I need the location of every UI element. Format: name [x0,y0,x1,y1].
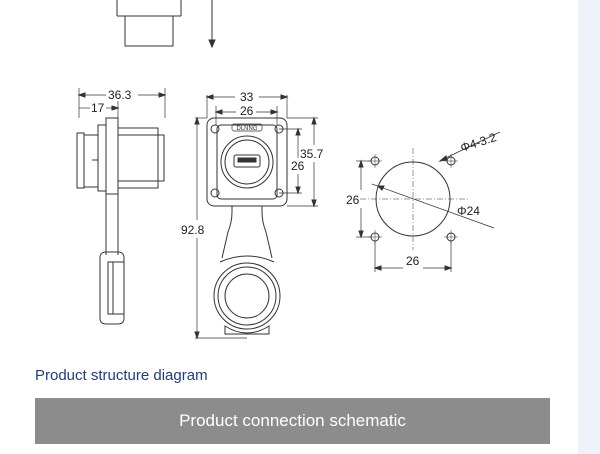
dim-hole-spec: Φ4-3.2 [459,130,499,155]
dim-front-width-inner: 26 [240,104,254,118]
dim-cutout-diameter: Φ24 [457,204,480,218]
dim-cutout-width: 26 [406,254,420,268]
dim-side-depth: 17 [91,101,105,115]
top-partial-view [116,0,216,49]
front-logo-text: DLNNG [236,126,257,132]
dim-front-width-outer: 33 [240,90,254,104]
page-scroll-gutter [578,0,600,454]
dim-front-height-outer: 35.7 [300,147,324,161]
section-banner: Product connection schematic [35,398,550,444]
dim-cutout-height: 26 [346,193,360,207]
product-structure-drawing: 36.3 17 33 [76,0,501,340]
front-view: 33 26 DLNNG [181,90,324,340]
page-sheet [0,0,578,454]
dim-side-width: 36.3 [108,88,132,102]
section-caption: Product structure diagram [35,367,208,384]
panel-cutout-view: Φ4-3.2 Φ24 26 26 [346,130,501,272]
dim-total-height: 92.8 [181,223,205,237]
dim-front-height-inner: 26 [291,159,305,173]
side-view: 36.3 17 [76,88,167,325]
